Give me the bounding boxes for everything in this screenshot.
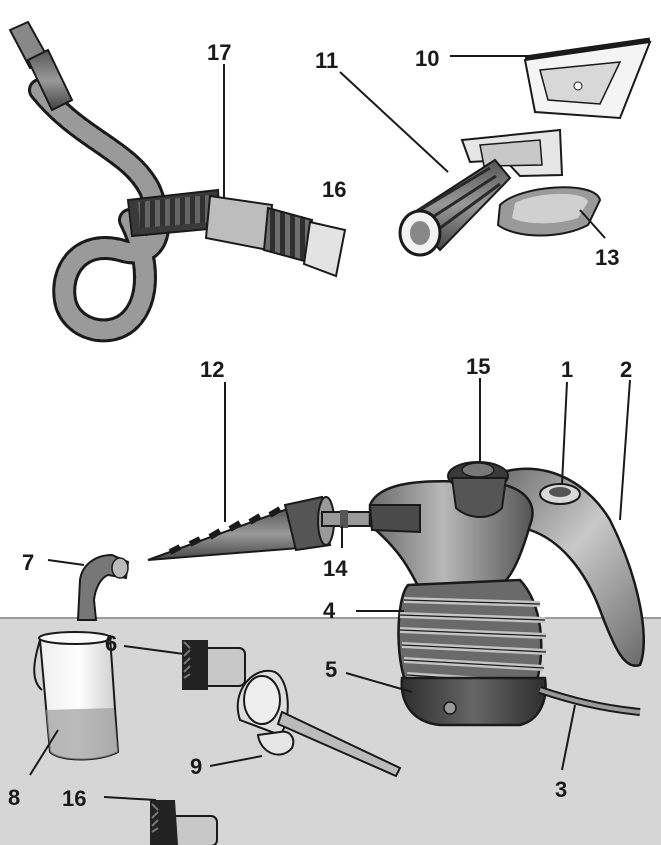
part-12-extension-nozzle [147,382,335,561]
callout-13: 13 [595,245,619,270]
callout-7: 7 [22,550,34,575]
callout-9: 9 [190,754,202,779]
callout-6: 6 [105,631,117,656]
callout-16-hose: 16 [322,177,346,202]
part-16-brush [103,796,218,845]
callout-3: 3 [555,777,567,802]
callout-2: 2 [620,357,632,382]
part-17-flexible-hose [8,20,347,343]
part-7-angled-nozzle [47,553,130,621]
part-9-funnel [209,669,402,778]
callout-5: 5 [325,657,337,682]
callout-16-brush: 16 [62,786,86,811]
callout-1: 1 [561,357,573,382]
main-steam-unit [345,378,645,771]
part-13-cloth-cover [496,186,606,239]
callout-8: 8 [8,785,20,810]
part-10-squeegee [450,37,652,120]
callout-12: 12 [200,357,224,382]
part-6-round-brush [123,640,246,690]
callout-labels: 17 16 11 10 13 12 15 1 2 7 14 4 6 5 9 8 … [8,40,632,811]
callout-17: 17 [207,40,231,65]
callout-4: 4 [323,598,336,623]
part-11-window-nozzle [339,71,564,257]
callout-14: 14 [323,556,348,581]
callout-11: 11 [315,48,338,73]
part-8-measuring-cup [29,631,120,776]
callout-10: 10 [415,46,439,71]
callout-15: 15 [466,354,490,379]
